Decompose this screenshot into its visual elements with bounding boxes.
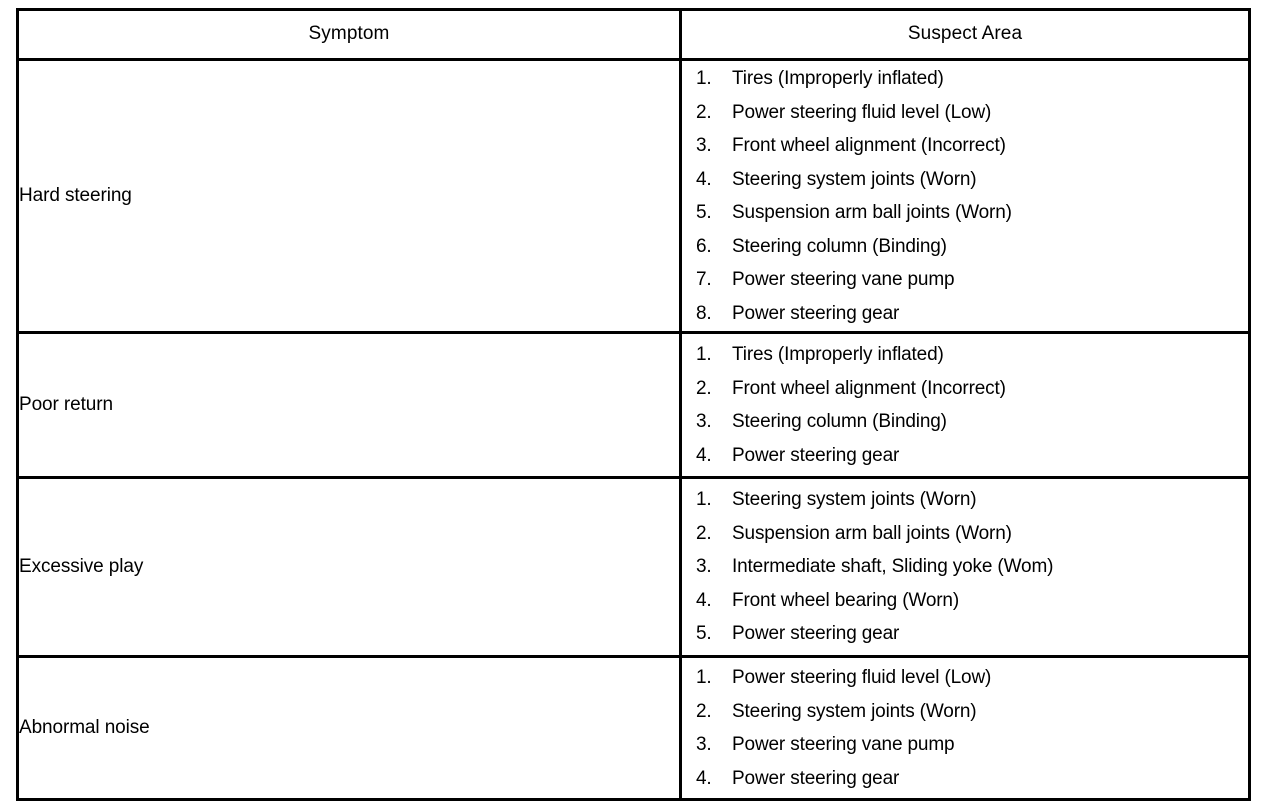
symptom-label: Poor return (16, 331, 682, 479)
list-item-text: Power steering gear (732, 444, 900, 466)
suspect-area-cell: 1. Steering system joints (Worn) 2. Susp… (679, 476, 1251, 658)
list-item-text: Tires (Improperly inflated) (732, 344, 944, 365)
list-item-text: Power steering vane pump (732, 269, 955, 290)
list-item: 1. Tires (Improperly inflated) (682, 62, 1248, 96)
suspect-area-cell: 1. Tires (Improperly inflated) 2. Power … (679, 58, 1251, 334)
list-item-number: 6. (696, 235, 712, 257)
list-item-number: 3. (696, 411, 712, 432)
list-item-number: 4. (696, 444, 712, 466)
list-item: 1. Power steering fluid level (Low) (682, 661, 1248, 695)
list-item-text: Power steering vane pump (732, 734, 955, 755)
list-item-number: 5. (696, 623, 712, 645)
suspect-area-list: 1. Tires (Improperly inflated) 2. Power … (682, 62, 1248, 330)
table-header: Symptom Suspect Area (16, 8, 1251, 61)
list-item-number: 1. (696, 68, 712, 89)
suspect-area-cell: 1. Power steering fluid level (Low) 2. S… (679, 655, 1251, 801)
list-item-text: Steering system joints (Worn) (732, 489, 977, 511)
list-item-number: 4. (696, 168, 712, 190)
list-item-text: Steering system joints (Worn) (732, 700, 977, 722)
list-item-text: Steering system joints (Worn) (732, 168, 977, 190)
list-item: 3. Front wheel alignment (Incorrect) (682, 129, 1248, 163)
list-item-number: 3. (696, 135, 712, 156)
column-header-symptom: Symptom (16, 8, 682, 61)
table-row: Hard steering 1. Tires (Improperly infla… (16, 58, 1251, 334)
list-item: 2. Power steering fluid level (Low) (682, 96, 1248, 130)
list-item-number: 1. (696, 489, 712, 511)
list-item: 4. Power steering gear (682, 439, 1248, 473)
list-item-text: Intermediate shaft, Sliding yoke (Wom) (732, 556, 1054, 578)
list-item-number: 1. (696, 344, 712, 365)
table-row: Excessive play 1. Steering system joints… (16, 476, 1251, 658)
list-item-text: Suspension arm ball joints (Worn) (732, 522, 1012, 544)
symptom-suspect-area-table: Symptom Suspect Area Hard steering 1. Ti… (16, 8, 1251, 801)
table-header-row: Symptom Suspect Area (16, 8, 1251, 61)
list-item: 5. Suspension arm ball joints (Worn) (682, 196, 1248, 230)
list-item-text: Power steering fluid level (Low) (732, 667, 992, 688)
list-item-text: Power steering gear (732, 623, 900, 645)
list-item-number: 3. (696, 734, 712, 755)
list-item-number: 4. (696, 589, 712, 611)
list-item: 2. Steering system joints (Worn) (682, 695, 1248, 729)
list-item-text: Power steering gear (732, 302, 900, 324)
list-item-number: 2. (696, 101, 712, 123)
list-item: 2. Front wheel alignment (Incorrect) (682, 372, 1248, 406)
list-item-number: 1. (696, 667, 712, 688)
list-item-number: 8. (696, 302, 712, 324)
list-item: 3. Steering column (Binding) (682, 405, 1248, 439)
symptom-label: Excessive play (16, 476, 682, 658)
list-item-text: Power steering gear (732, 767, 900, 789)
list-item: 3. Intermediate shaft, Sliding yoke (Wom… (682, 550, 1248, 584)
table-body: Hard steering 1. Tires (Improperly infla… (16, 58, 1251, 801)
list-item: 7. Power steering vane pump (682, 263, 1248, 297)
suspect-area-list: 1. Tires (Improperly inflated) 2. Front … (682, 338, 1248, 472)
list-item-text: Front wheel bearing (Worn) (732, 589, 960, 611)
list-item-number: 2. (696, 700, 712, 722)
list-item-text: Front wheel alignment (Incorrect) (732, 377, 1006, 399)
list-item: 3. Power steering vane pump (682, 728, 1248, 762)
list-item-number: 7. (696, 269, 712, 290)
column-header-suspect-area: Suspect Area (679, 8, 1251, 61)
list-item-text: Tires (Improperly inflated) (732, 68, 944, 89)
list-item-number: 3. (696, 556, 712, 578)
list-item-text: Power steering fluid level (Low) (732, 101, 992, 123)
table-row: Poor return 1. Tires (Improperly inflate… (16, 331, 1251, 479)
symptom-label: Abnormal noise (16, 655, 682, 801)
list-item-text: Suspension arm ball joints (Worn) (732, 202, 1012, 223)
list-item: 1. Tires (Improperly inflated) (682, 338, 1248, 372)
list-item: 8. Power steering gear (682, 297, 1248, 331)
list-item-number: 2. (696, 377, 712, 399)
list-item: 4. Front wheel bearing (Worn) (682, 584, 1248, 618)
list-item: 4. Steering system joints (Worn) (682, 163, 1248, 197)
list-item-number: 2. (696, 522, 712, 544)
list-item: 5. Power steering gear (682, 617, 1248, 651)
list-item: 6. Steering column (Binding) (682, 230, 1248, 264)
list-item-number: 4. (696, 767, 712, 789)
table-row: Abnormal noise 1. Power steering fluid l… (16, 655, 1251, 801)
suspect-area-list: 1. Steering system joints (Worn) 2. Susp… (682, 483, 1248, 651)
list-item-text: Steering column (Binding) (732, 235, 947, 257)
list-item-text: Front wheel alignment (Incorrect) (732, 135, 1006, 156)
list-item: 4. Power steering gear (682, 762, 1248, 796)
list-item-number: 5. (696, 202, 712, 223)
list-item: 1. Steering system joints (Worn) (682, 483, 1248, 517)
suspect-area-cell: 1. Tires (Improperly inflated) 2. Front … (679, 331, 1251, 479)
list-item-text: Steering column (Binding) (732, 411, 947, 432)
suspect-area-list: 1. Power steering fluid level (Low) 2. S… (682, 661, 1248, 795)
list-item: 2. Suspension arm ball joints (Worn) (682, 517, 1248, 551)
symptom-label: Hard steering (16, 58, 682, 334)
